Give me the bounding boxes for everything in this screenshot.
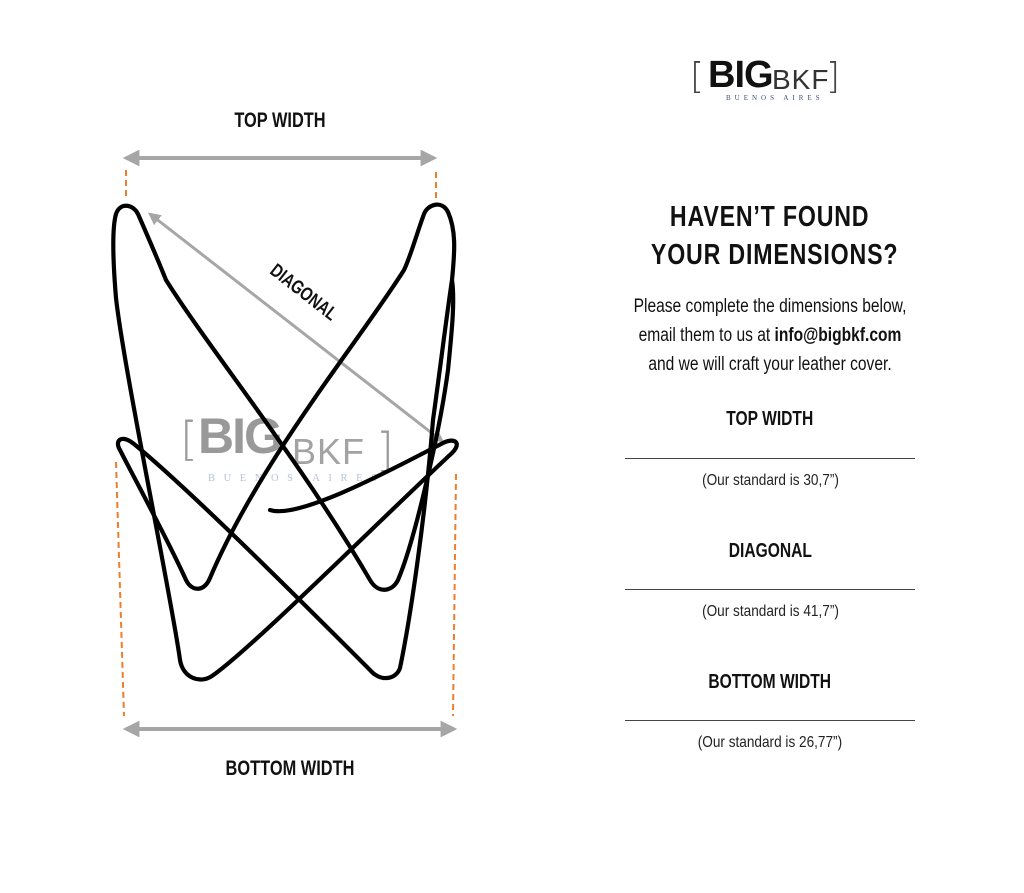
butterfly-chair-frame-drawing: [ BIG BKF ] BUENOS AIRES TOP WIDTH BOTTO… (111, 108, 459, 779)
bottom-width-hint: (Our standard is 26,77”) (620, 734, 920, 752)
svg-text:BUENOS AIRES: BUENOS AIRES (208, 473, 386, 484)
bottom-width-label: BOTTOM WIDTH (226, 756, 355, 779)
diagonal-hint-text: (Our standard is 41,7”) (701, 603, 839, 620)
brand-logo: [ BIG BKF ] BUENOS AIRES (690, 52, 850, 108)
contact-email-link[interactable]: info@bigbkf.com (774, 325, 902, 346)
logo-tagline: BUENOS AIRES (726, 94, 824, 102)
logo-bracket-right: ] (826, 56, 841, 97)
logo-bracket-left: [ (690, 56, 705, 97)
logo-bkf: BKF (772, 64, 830, 95)
svg-text:BKF: BKF (292, 431, 365, 472)
top-width-label: TOP WIDTH (234, 108, 325, 131)
intro-line-2-text: email them to us at (638, 325, 775, 346)
intro-line-3: and we will craft your leather cover. (648, 354, 892, 375)
form-heading: HAVEN’T FOUND YOUR DIMENSIONS? (620, 198, 920, 274)
logo-big: BIG (708, 54, 774, 96)
bottom-width-underline (625, 720, 915, 721)
bottom-width-input[interactable] (625, 686, 915, 720)
diagonal-label: DIAGONAL (266, 260, 341, 325)
top-width-hint: (Our standard is 30,7”) (620, 472, 920, 490)
top-width-hint-text: (Our standard is 30,7”) (701, 472, 839, 489)
intro-line-1: Please complete the dimensions below, (633, 296, 907, 317)
diagonal-underline (625, 589, 915, 590)
bottom-right-guide (452, 473, 457, 717)
svg-text:BIG: BIG (198, 408, 281, 464)
heading-line-1: HAVEN’T FOUND (670, 201, 870, 233)
diagonal-arrow (148, 212, 444, 443)
intro-line-2: email them to us at info@bigbkf.com (631, 321, 910, 350)
bottom-width-hint-text: (Our standard is 26,77”) (697, 734, 843, 751)
bottom-left-guide (115, 461, 125, 717)
svg-text:[: [ (180, 412, 198, 466)
chair-dimensions-diagram: [ BIG BKF ] BUENOS AIRES TOP WIDTH BOTTO… (111, 108, 459, 779)
diagonal-input[interactable] (625, 555, 915, 589)
form-intro: Please complete the dimensions below, em… (600, 292, 940, 379)
heading-line-2: YOUR DIMENSIONS? (650, 239, 899, 271)
top-width-underline (625, 458, 915, 459)
diagonal-hint: (Our standard is 41,7”) (620, 603, 920, 621)
watermark-logo: [ BIG BKF ] BUENOS AIRES (180, 408, 394, 484)
top-width-input[interactable] (625, 424, 915, 458)
chair-frame (111, 202, 459, 682)
